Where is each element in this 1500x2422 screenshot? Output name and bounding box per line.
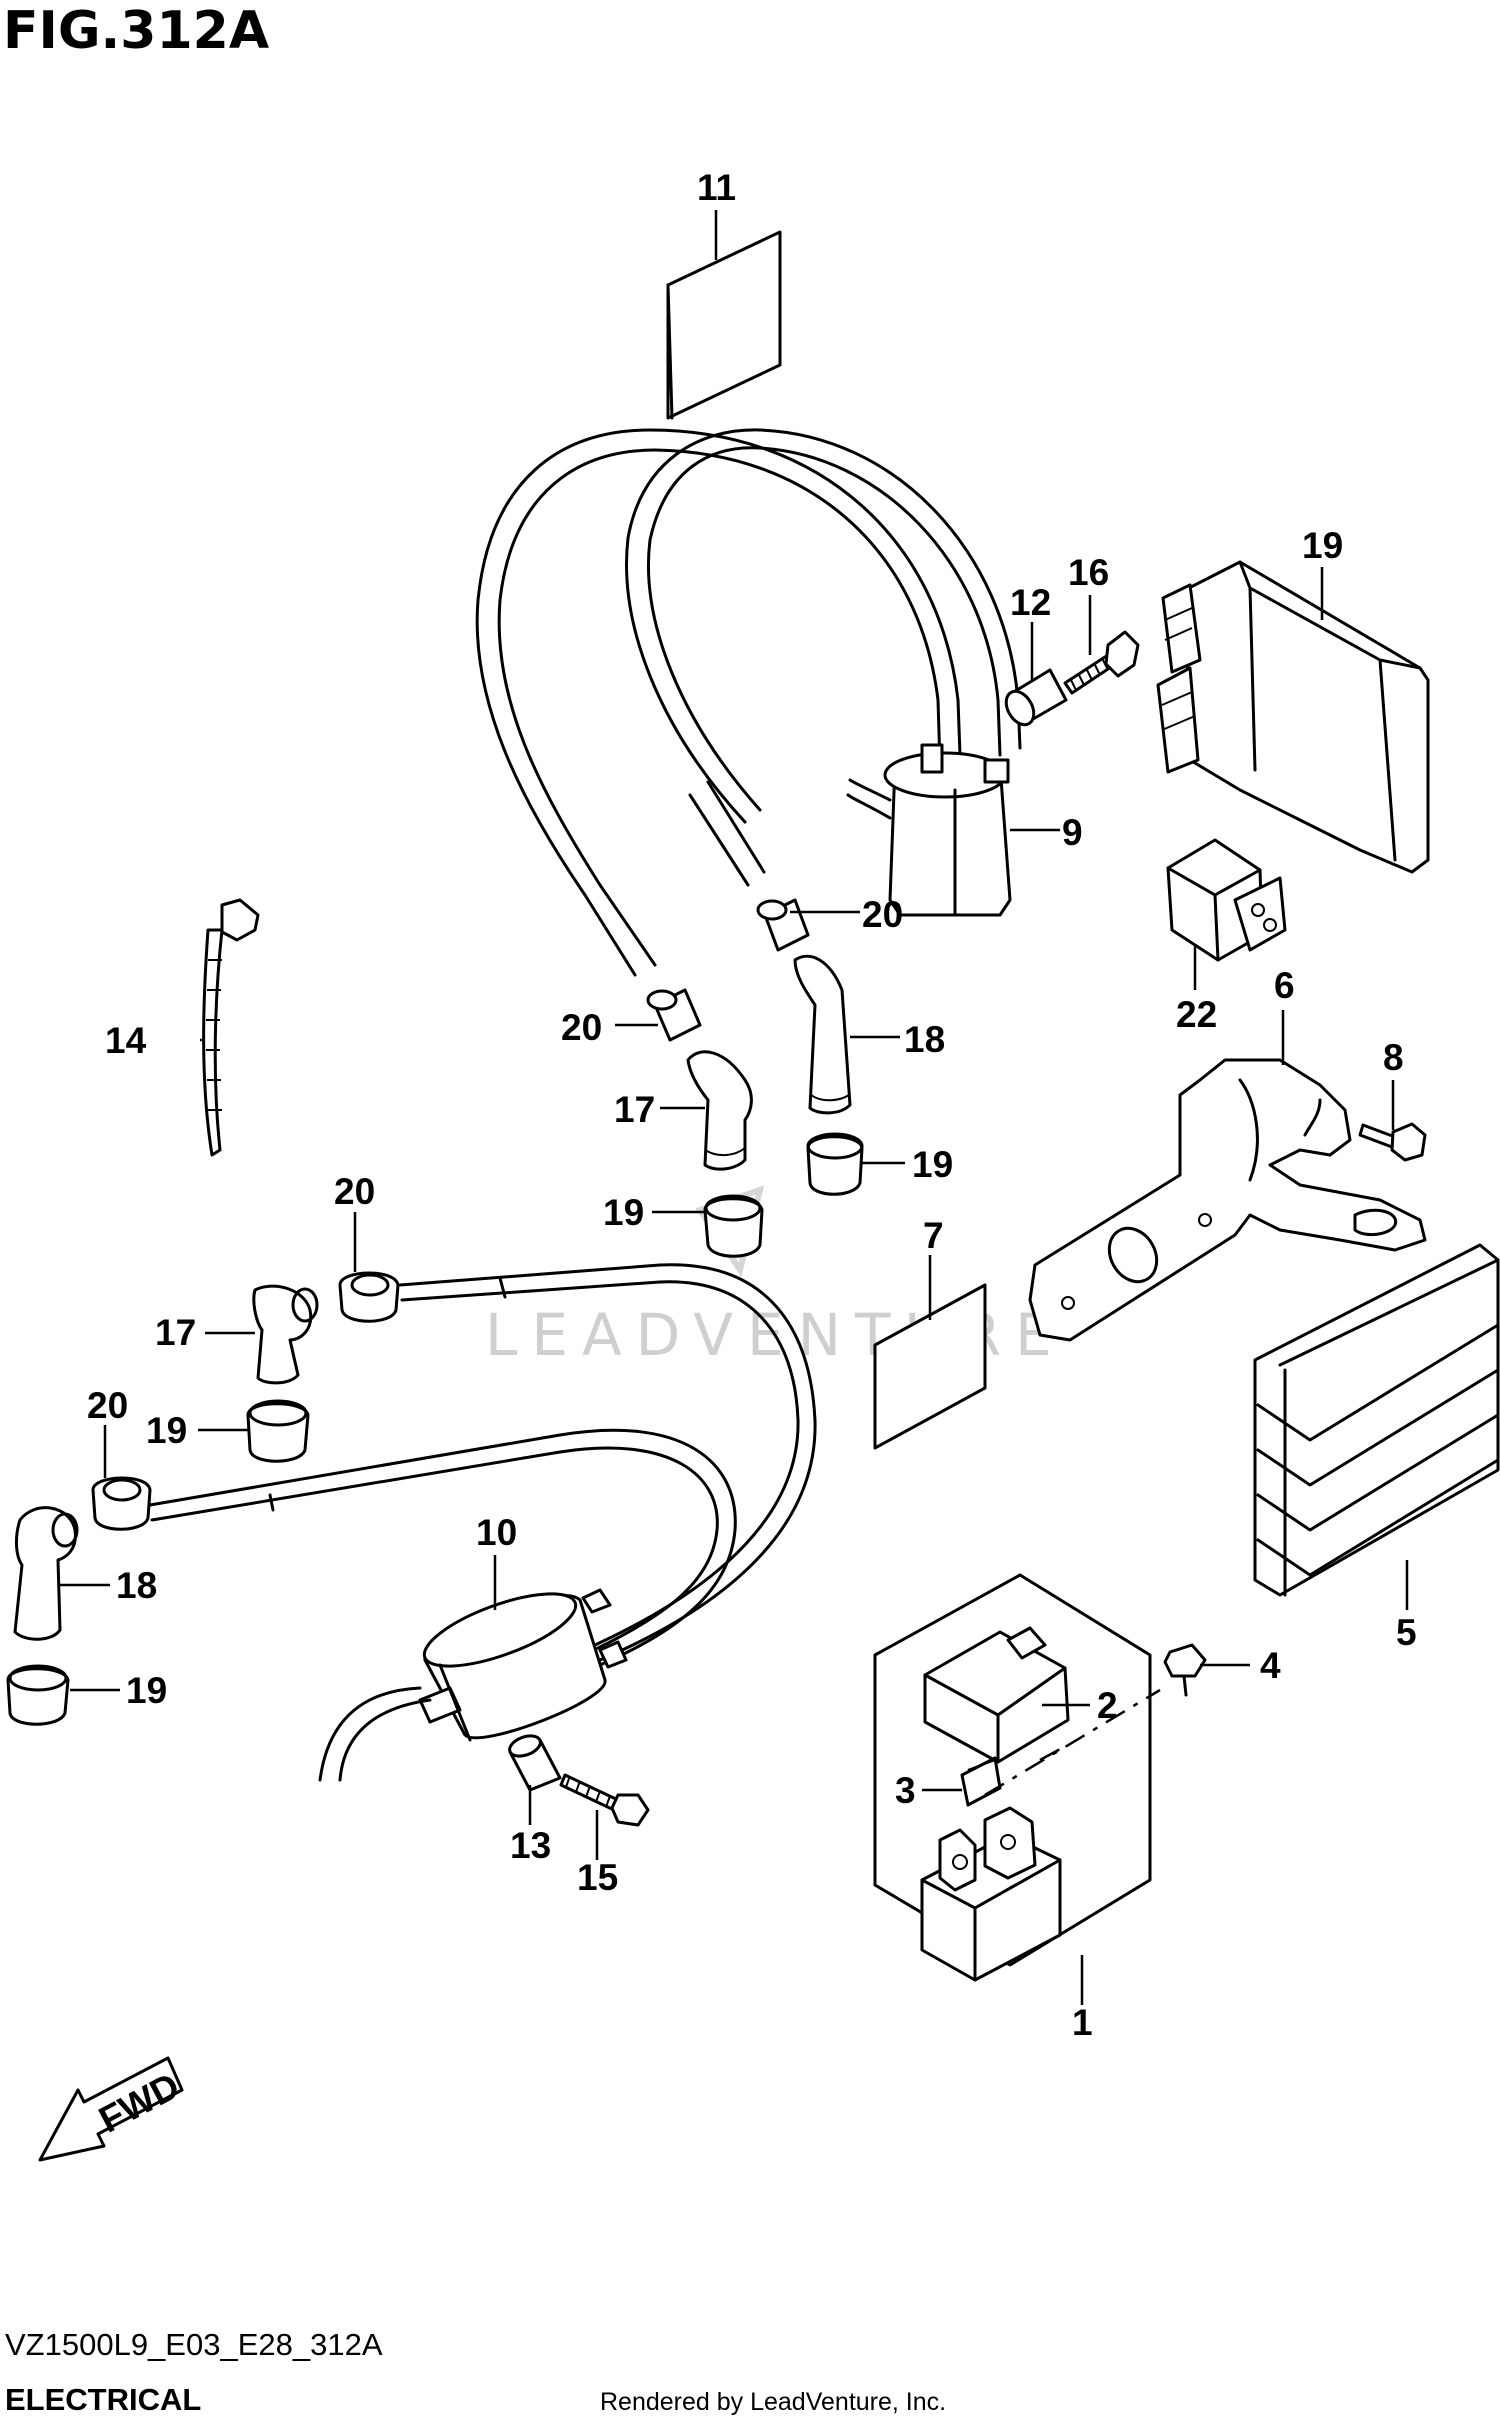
part-19-grommet-lower-2[interactable]: [6, 1664, 70, 1726]
part-11-label-sheet[interactable]: [666, 230, 782, 420]
upper-high-tension-cords: [475, 428, 1022, 977]
part-21-ecm[interactable]: [1156, 560, 1430, 874]
callout-3[interactable]: 3: [895, 1770, 916, 1811]
part-14-cable-tie[interactable]: [202, 898, 260, 1157]
callout-11[interactable]: 11: [697, 167, 736, 208]
callout-13[interactable]: 13: [510, 1825, 551, 1866]
part-13-spacer[interactable]: [507, 1732, 562, 1792]
callout-18-b[interactable]: 18: [116, 1565, 157, 1606]
callout-16[interactable]: 16: [1068, 552, 1109, 593]
part-10-ignition-coil[interactable]: [318, 1579, 628, 1782]
part-3-fuse[interactable]: [960, 1756, 1002, 1807]
part-20-plug-cap-upper-right[interactable]: [756, 898, 810, 952]
part-7-label[interactable]: [873, 1283, 987, 1450]
fwd-arrow: FWD: [38, 2056, 186, 2162]
callout-19-c[interactable]: 19: [146, 1410, 187, 1451]
part-9-ignition-coil[interactable]: [846, 743, 1012, 917]
callout-12[interactable]: 12: [1010, 582, 1051, 623]
callout-20-c[interactable]: 20: [334, 1171, 375, 1212]
part-22-relay[interactable]: [1166, 838, 1287, 962]
part-12-spacer[interactable]: [1001, 668, 1068, 730]
callout-17-a[interactable]: 17: [614, 1089, 655, 1130]
part-15-bolt[interactable]: [559, 1773, 650, 1827]
part-5-regulator-rectifier[interactable]: [1253, 1243, 1500, 1597]
callout-17-b[interactable]: 17: [155, 1312, 196, 1353]
callout-19-b[interactable]: 19: [603, 1192, 644, 1233]
part-20-plug-cap-lower-1[interactable]: [338, 1271, 400, 1323]
part-1-starter-relay-assembly[interactable]: [873, 1573, 1152, 1982]
model-code: VZ1500L9_E03_E28_312A: [5, 2327, 383, 2362]
part-17-boot-lower[interactable]: [252, 1284, 319, 1385]
part-18-boot-lower[interactable]: [13, 1506, 79, 1641]
callout-20-a[interactable]: 20: [862, 894, 903, 935]
callout-4[interactable]: 4: [1260, 1645, 1281, 1686]
part-19-grommet-lower-1[interactable]: [246, 1399, 310, 1463]
part-20-plug-cap-lower-2[interactable]: [91, 1476, 152, 1531]
callout-10[interactable]: 10: [476, 1512, 517, 1553]
part-17-boot-upper[interactable]: [686, 1050, 753, 1171]
callout-8[interactable]: 8: [1383, 1037, 1404, 1078]
part-20-plug-cap-upper-left[interactable]: [646, 988, 702, 1042]
callout-2[interactable]: 2: [1097, 1685, 1118, 1726]
callout-14[interactable]: 14: [105, 1020, 147, 1061]
part-6-bracket[interactable]: [1028, 1058, 1427, 1342]
callout-1[interactable]: 1: [1072, 2002, 1093, 2043]
callout-20-d[interactable]: 20: [87, 1385, 128, 1426]
part-2-relay-cover[interactable]: [923, 1626, 1070, 1764]
callout-9[interactable]: 9: [1062, 812, 1083, 853]
part-4-screw[interactable]: [1163, 1643, 1207, 1697]
callout-6[interactable]: 6: [1274, 965, 1295, 1006]
callout-labels: 11 12 16 19 9 20 22 6 20 18 8 14 17 19 1…: [87, 167, 1417, 2043]
part-19-grommet-upper-left[interactable]: [703, 1194, 764, 1258]
callout-15[interactable]: 15: [577, 1857, 618, 1898]
callout-7[interactable]: 7: [923, 1215, 944, 1256]
callout-5[interactable]: 5: [1396, 1612, 1417, 1653]
callout-19-d[interactable]: 19: [126, 1670, 167, 1711]
callout-19-a[interactable]: 19: [912, 1144, 953, 1185]
callout-18-a[interactable]: 18: [904, 1019, 945, 1060]
callout-20-b[interactable]: 20: [561, 1007, 602, 1048]
part-19-grommet-upper-right[interactable]: [806, 1132, 864, 1196]
section-name: ELECTRICAL: [5, 2382, 201, 2417]
callout-21[interactable]: 19: [1302, 525, 1343, 566]
figure-title: FIG.312A: [3, 1, 269, 61]
callout-22[interactable]: 22: [1176, 994, 1217, 1035]
lower-high-tension-cords: [148, 1263, 817, 1667]
leader-lines: [60, 210, 1409, 2005]
part-18-boot-upper[interactable]: [793, 954, 852, 1115]
part-16-bolt[interactable]: [1063, 630, 1140, 695]
render-credit: Rendered by LeadVenture, Inc.: [600, 2388, 946, 2416]
part-8-bolt[interactable]: [1358, 1122, 1427, 1162]
